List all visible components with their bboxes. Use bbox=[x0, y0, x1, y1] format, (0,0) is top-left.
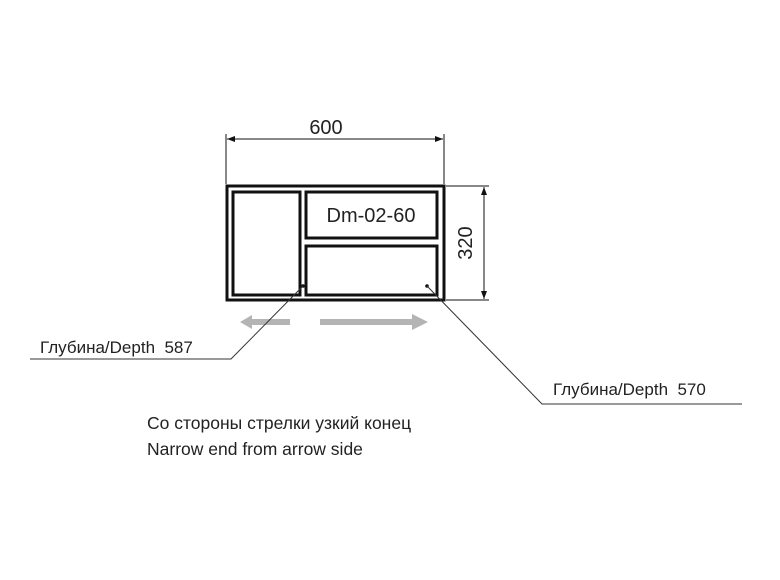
model-label: Dm-02-60 bbox=[327, 205, 416, 227]
left-compartment bbox=[231, 190, 302, 297]
width-value: 600 bbox=[309, 117, 342, 139]
note-english: Narrow end from arrow side bbox=[147, 439, 363, 459]
leader-left: Глубина/Depth 587 bbox=[30, 284, 305, 360]
depth-right-label: Глубина/Depth 570 bbox=[553, 380, 706, 399]
height-dimension: 320 bbox=[446, 185, 489, 301]
leader-right: Глубина/Depth 570 bbox=[425, 284, 742, 405]
tray-outline bbox=[225, 184, 446, 302]
left-arrow-icon bbox=[240, 315, 290, 329]
height-value: 320 bbox=[455, 226, 477, 259]
bottom-right-compartment bbox=[304, 244, 439, 297]
note-russian: Со стороны стрелки узкий конец bbox=[147, 413, 411, 433]
width-dimension: 600 bbox=[225, 117, 445, 184]
outer-frame bbox=[225, 184, 446, 302]
direction-arrows bbox=[240, 314, 428, 330]
right-arrow-icon bbox=[320, 314, 428, 330]
depth-left-label: Глубина/Depth 587 bbox=[40, 338, 193, 357]
top-right-compartment bbox=[304, 190, 439, 240]
